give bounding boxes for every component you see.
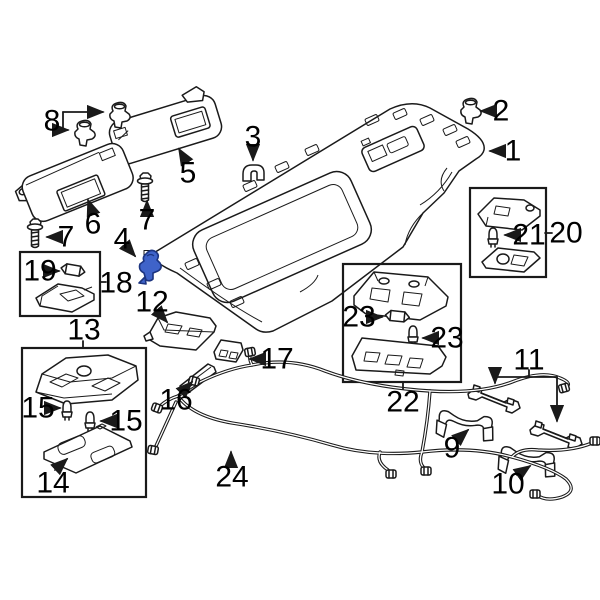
clip-part-2[interactable] bbox=[460, 97, 482, 125]
callout-15-left[interactable]: 15 bbox=[21, 392, 54, 425]
sun-visor-part-6[interactable] bbox=[12, 140, 137, 228]
leader-lines bbox=[42, 103, 565, 482]
visor-clip-part-4-highlighted[interactable] bbox=[138, 249, 162, 285]
plate-part-17[interactable] bbox=[213, 339, 244, 363]
callout-7-left[interactable]: 7 bbox=[58, 221, 75, 254]
lens-part-20[interactable] bbox=[481, 247, 541, 273]
leader-14 bbox=[50, 457, 69, 476]
visor-clip-part-8-lower[interactable] bbox=[74, 119, 96, 147]
leader-9 bbox=[451, 428, 470, 447]
callout-5[interactable]: 5 bbox=[180, 157, 197, 190]
callout-18[interactable]: 18 bbox=[99, 267, 132, 300]
bracket-part-11-right[interactable] bbox=[529, 420, 583, 450]
festoon-bulb-part-19[interactable] bbox=[59, 262, 87, 278]
clip-part-3[interactable] bbox=[242, 164, 265, 182]
leader-5 bbox=[178, 147, 194, 167]
callout-17[interactable]: 17 bbox=[260, 343, 293, 376]
callout-15-right[interactable]: 15 bbox=[109, 405, 142, 438]
lens-part-22[interactable] bbox=[351, 337, 447, 377]
callout-22[interactable]: 22 bbox=[386, 386, 419, 419]
callout-2[interactable]: 2 bbox=[493, 95, 510, 128]
bulb-part-21[interactable] bbox=[487, 227, 499, 248]
wedge-bulb-part-23[interactable] bbox=[407, 325, 419, 346]
callout-7-center[interactable]: 7 bbox=[139, 204, 156, 237]
callout-13[interactable]: 13 bbox=[67, 314, 100, 347]
lamp-housing-part-18[interactable] bbox=[35, 283, 95, 313]
callout-1[interactable]: 1 bbox=[505, 135, 522, 168]
leader-12 bbox=[150, 305, 169, 324]
leader-11-bracket bbox=[494, 369, 558, 378]
overhead-console-box-13 bbox=[20, 346, 148, 499]
lamp-housing-part-20[interactable] bbox=[477, 197, 541, 231]
callout-6[interactable]: 6 bbox=[85, 208, 102, 241]
screw-part-7-left[interactable] bbox=[26, 218, 44, 249]
console-housing-part-13[interactable] bbox=[35, 354, 139, 405]
leader-16 bbox=[175, 380, 194, 399]
callout-9[interactable]: 9 bbox=[444, 432, 461, 465]
callout-12[interactable]: 12 bbox=[135, 286, 168, 319]
callout-8[interactable]: 8 bbox=[44, 105, 61, 138]
callout-3[interactable]: 3 bbox=[245, 121, 262, 154]
screw-part-7-center[interactable] bbox=[136, 172, 154, 203]
callout-4[interactable]: 4 bbox=[114, 223, 131, 256]
leader-10 bbox=[512, 464, 532, 482]
callout-23-left[interactable]: 23 bbox=[342, 301, 375, 334]
callout-20[interactable]: 20 bbox=[549, 217, 582, 250]
callout-16[interactable]: 16 bbox=[159, 384, 192, 417]
callout-23-right[interactable]: 23 bbox=[430, 322, 463, 355]
headliner-panel[interactable] bbox=[143, 103, 485, 333]
bulb-part-15-right[interactable] bbox=[84, 411, 96, 432]
leader-4 bbox=[118, 239, 137, 258]
callout-10[interactable]: 10 bbox=[491, 468, 524, 501]
callout-21[interactable]: 21 bbox=[512, 219, 545, 252]
lamp-box-18 bbox=[18, 250, 102, 318]
callout-19[interactable]: 19 bbox=[23, 255, 56, 288]
callout-24[interactable]: 24 bbox=[215, 461, 248, 494]
callout-14[interactable]: 14 bbox=[36, 467, 69, 500]
leader-6 bbox=[86, 198, 101, 218]
callout-11[interactable]: 11 bbox=[513, 344, 544, 377]
bulb-part-15-left[interactable] bbox=[61, 400, 73, 421]
lamp-assembly-part-22[interactable] bbox=[353, 271, 449, 321]
lamp-box-22 bbox=[341, 262, 463, 384]
